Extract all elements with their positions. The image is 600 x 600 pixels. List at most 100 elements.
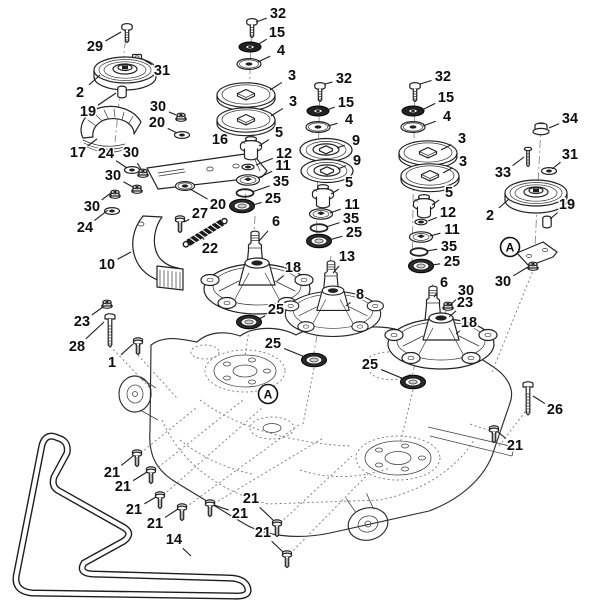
leader-line bbox=[427, 216, 438, 222]
leader-line bbox=[498, 198, 510, 209]
leader-line bbox=[329, 208, 341, 214]
leader-line bbox=[252, 201, 262, 206]
ball-bearing-25 bbox=[228, 198, 256, 214]
leader-line bbox=[255, 17, 267, 23]
part-callout-29: 29 bbox=[87, 39, 103, 55]
ball-bearing-25 bbox=[300, 352, 328, 368]
part-callout-25: 25 bbox=[362, 357, 378, 373]
idler-pulley-cluster bbox=[80, 23, 268, 291]
part-callout-21: 21 bbox=[507, 438, 523, 454]
part-callout-24: 24 bbox=[98, 146, 114, 162]
leader-line bbox=[257, 170, 273, 179]
leader-line bbox=[251, 185, 270, 193]
blade-disc-3 bbox=[216, 82, 276, 112]
bushing-19 bbox=[117, 85, 127, 99]
view-marker-circle bbox=[257, 383, 279, 405]
blade-driver-5 bbox=[311, 184, 335, 209]
screw-32 bbox=[246, 18, 258, 39]
part-callout-25: 25 bbox=[268, 302, 284, 318]
support-bracket bbox=[516, 241, 558, 267]
part-callout-2: 2 bbox=[76, 85, 84, 101]
part-callout-31: 31 bbox=[154, 63, 170, 79]
part-callout-6: 6 bbox=[440, 275, 448, 291]
part-callout-3: 3 bbox=[288, 68, 296, 84]
part-callout-21: 21 bbox=[243, 491, 259, 507]
leader-line bbox=[120, 455, 134, 466]
part-callout-32: 32 bbox=[270, 6, 286, 22]
part-callout-15: 15 bbox=[338, 95, 354, 111]
left-caster-wheel bbox=[118, 375, 159, 421]
part-callout-22: 22 bbox=[202, 241, 218, 257]
leader-line bbox=[258, 230, 269, 242]
leader-line bbox=[269, 81, 283, 91]
o-ring-35 bbox=[235, 188, 255, 198]
leader-line bbox=[429, 232, 441, 237]
leader-line bbox=[422, 120, 436, 127]
part-callout-35: 35 bbox=[441, 239, 457, 255]
screw-21 bbox=[281, 550, 293, 569]
part-callout-12: 12 bbox=[276, 146, 292, 162]
bottom-caster-wheel bbox=[345, 493, 389, 541]
part-callout-12: 12 bbox=[440, 205, 456, 221]
part-callout-21: 21 bbox=[147, 516, 163, 532]
part-callout-21: 21 bbox=[126, 502, 142, 518]
bolt-26 bbox=[522, 381, 534, 416]
part-callout-18: 18 bbox=[461, 315, 477, 331]
part-callout-3: 3 bbox=[289, 94, 297, 110]
disc-spring-washer-15 bbox=[401, 105, 425, 117]
leader-line bbox=[144, 496, 157, 505]
ball-bearing-25 bbox=[305, 233, 333, 249]
leader-line bbox=[257, 55, 271, 63]
washer-31 bbox=[540, 167, 558, 175]
part-callout-33: 33 bbox=[495, 165, 511, 181]
idler-arm-10 bbox=[132, 215, 184, 291]
part-callout-9: 9 bbox=[352, 133, 360, 149]
part-callout-21: 21 bbox=[232, 506, 248, 522]
screw-21 bbox=[154, 491, 166, 510]
part-callout-32: 32 bbox=[435, 69, 451, 85]
tension-spring-22 bbox=[182, 217, 228, 248]
part-callout-30: 30 bbox=[150, 99, 166, 115]
part-callout-23: 23 bbox=[74, 314, 90, 330]
ball-bearing-25 bbox=[399, 374, 427, 390]
part-callout-3: 3 bbox=[458, 131, 466, 147]
leader-line bbox=[132, 471, 148, 482]
part-callout-17: 17 bbox=[70, 145, 86, 161]
part-callout-21: 21 bbox=[115, 479, 131, 495]
leader-line bbox=[426, 248, 438, 252]
washer-20 bbox=[174, 181, 196, 191]
leader-line bbox=[202, 237, 205, 240]
leader-line bbox=[431, 199, 440, 206]
part-callout-4: 4 bbox=[443, 109, 451, 125]
part-callout-35: 35 bbox=[343, 211, 359, 227]
blade-driver-5 bbox=[412, 194, 436, 219]
part-callout-1: 1 bbox=[108, 355, 116, 371]
part-callout-4: 4 bbox=[345, 112, 353, 128]
part-callout-6: 6 bbox=[272, 214, 280, 230]
flat-idler-pulley-2 bbox=[504, 179, 568, 214]
screw-32 bbox=[409, 81, 421, 103]
leader-line bbox=[183, 218, 190, 223]
bolt-28 bbox=[104, 313, 116, 348]
spindle-stack-right bbox=[384, 81, 498, 390]
part-callout-5: 5 bbox=[345, 175, 353, 191]
part-callout-21: 21 bbox=[104, 465, 120, 481]
nut-30 bbox=[131, 184, 143, 194]
ring-12 bbox=[241, 163, 255, 171]
part-callout-15: 15 bbox=[438, 90, 454, 106]
washer-4 bbox=[305, 120, 331, 133]
ring-12 bbox=[414, 218, 428, 226]
cap-nut-34 bbox=[532, 122, 550, 136]
leader-line bbox=[283, 348, 306, 358]
part-callout-21: 21 bbox=[255, 525, 271, 541]
part-callout-3: 3 bbox=[459, 154, 467, 170]
leader-line bbox=[328, 235, 343, 241]
part-callout-32: 32 bbox=[336, 71, 352, 87]
part-callout-25: 25 bbox=[265, 191, 281, 207]
nut-30 bbox=[137, 168, 149, 178]
washer-11 bbox=[235, 174, 261, 186]
part-callout-11: 11 bbox=[444, 222, 459, 238]
